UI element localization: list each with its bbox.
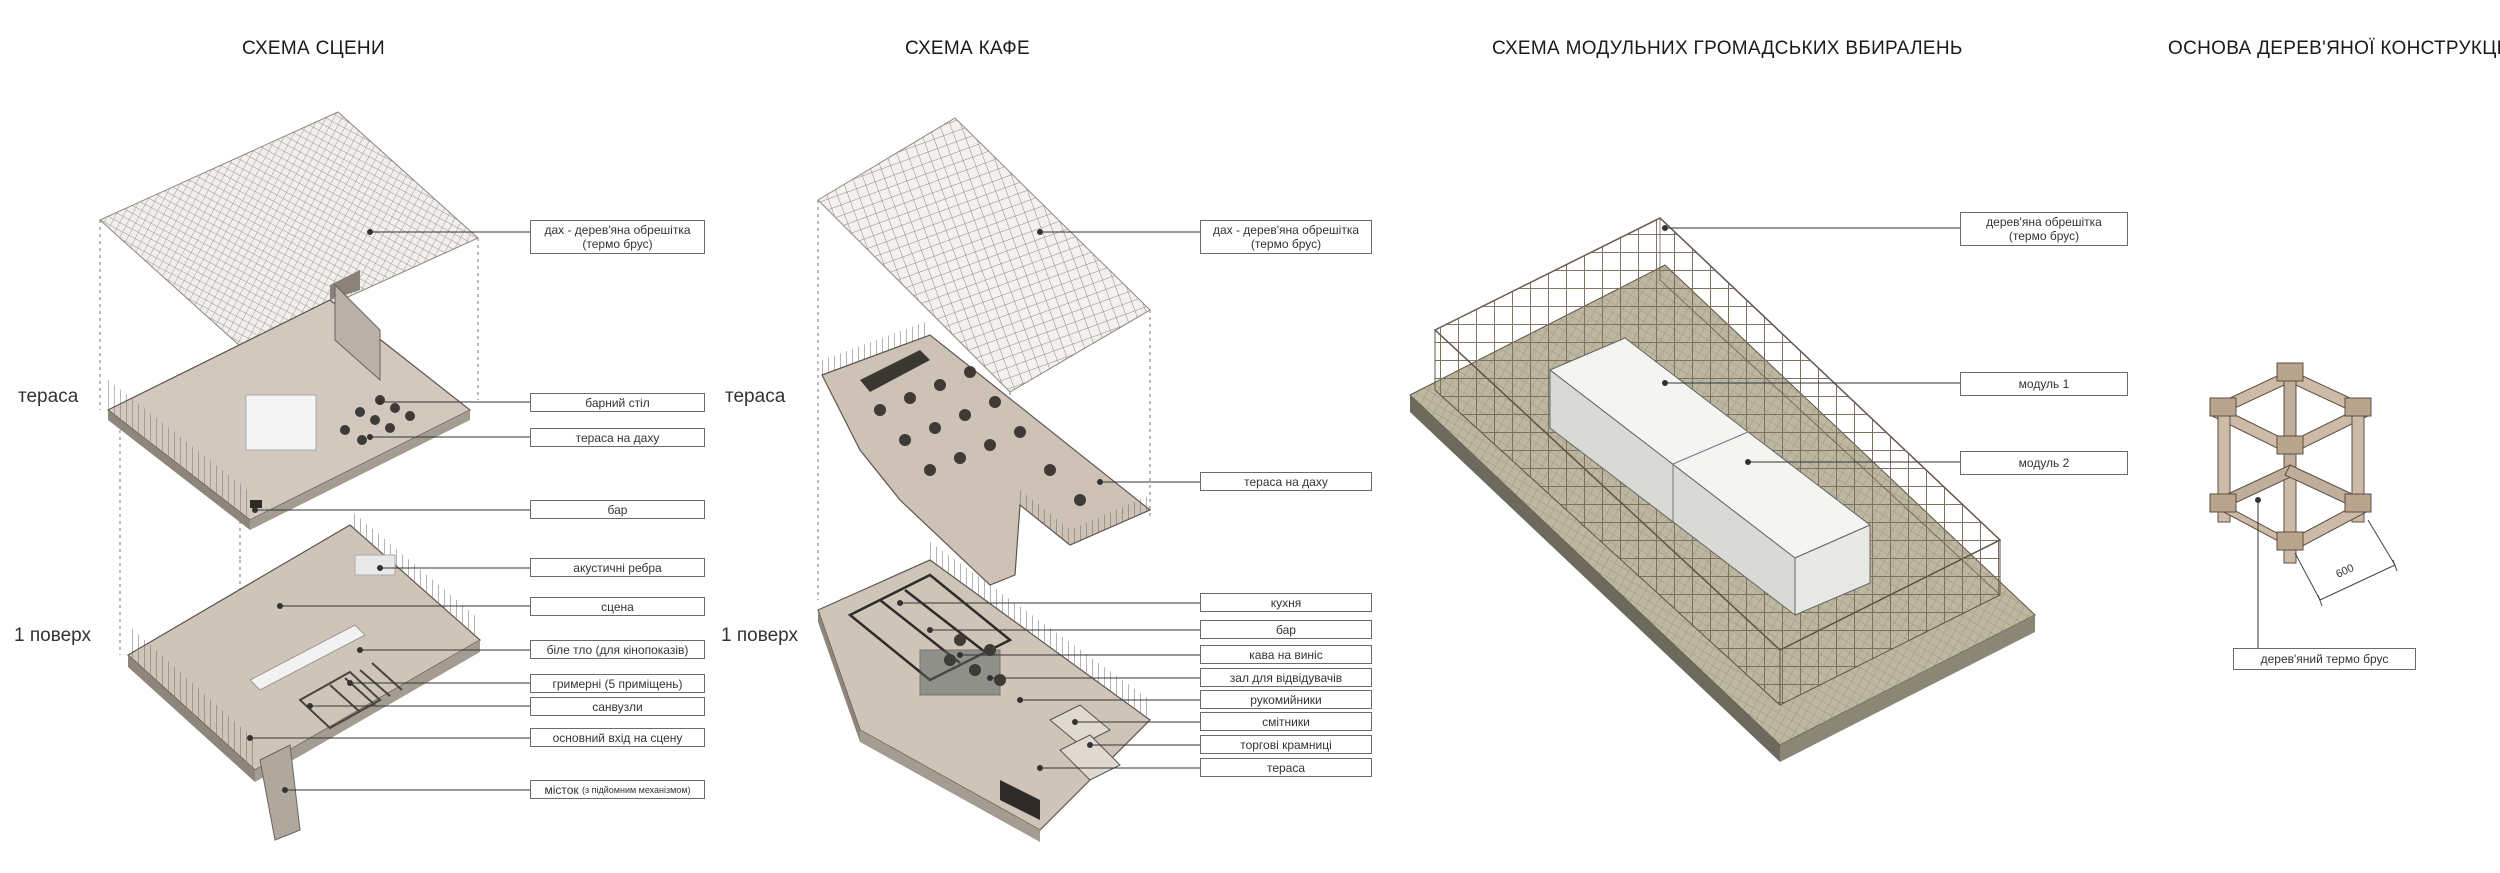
toilets-label-module2: модуль 2: [1960, 451, 2128, 475]
stage-label-wc: санвузли: [530, 697, 705, 716]
stage-label-bar-table: барний стіл: [530, 393, 705, 412]
toilets-label-lattice: дерев'яна обрешітка (термо брус): [1960, 212, 2128, 246]
stage-bridge-label-text: місток: [544, 782, 579, 797]
stage-label-bridge: місток (з підйомним механізмом): [530, 780, 705, 799]
stage-label-white-bg: біле тло (для кінопоказів): [530, 640, 705, 659]
cafe-label-hall: зал для відвідувачів: [1200, 668, 1372, 687]
cafe-label-kitchen: кухня: [1200, 593, 1372, 612]
cafe-label-roof-terrace: тераса на даху: [1200, 472, 1372, 491]
cafe-roof-terrace-slab: [821, 320, 1152, 586]
stage-label-roof: дах - дерев'яна обрешітка (термо брус): [530, 220, 705, 254]
stage-floor1-slab: [126, 510, 482, 841]
cafe-label-bar: бар: [1200, 620, 1372, 639]
cafe-floor1-slab: [817, 542, 1151, 842]
cafe-terrace-level: тераса: [725, 386, 786, 407]
stage-label-bar: бар: [530, 500, 705, 519]
cafe-label-takeaway: кава на виніс: [1200, 645, 1372, 664]
stage-floor1-level: 1 поверх: [14, 625, 92, 646]
stage-scheme-title: СХЕМА СЦЕНИ: [242, 38, 385, 59]
stage-leader-lines: [247, 229, 530, 793]
wood-dimension-line: [2294, 519, 2398, 607]
stage-label-acoustic: акустичні ребра: [530, 558, 705, 577]
toilets-lattice-label-text: дерев'яна обрешітка: [1986, 215, 2102, 229]
wood-label-beam: дерев'яний термо брус: [2233, 648, 2416, 670]
stage-roof-label-text: дах - дерев'яна обрешітка: [544, 223, 691, 237]
stage-roof-terrace-slab: [106, 270, 472, 530]
cafe-scheme-title: СХЕМА КАФЕ: [905, 38, 1031, 59]
toilets-leader-lines: [1662, 225, 1960, 465]
stage-label-dressing: гримерні (5 приміщень): [530, 674, 705, 693]
cafe-roof-label-text: дах - дерев'яна обрешітка: [1212, 223, 1360, 237]
toilets-lattice-label-sub: (термо брус): [2008, 229, 2080, 243]
wood-leader-line: [2255, 497, 2261, 650]
toilets-label-module1: модуль 1: [1960, 372, 2128, 396]
cafe-label-sinks: рукомийники: [1200, 690, 1372, 709]
cafe-label-bins: смітники: [1200, 712, 1372, 731]
toilets-scheme-title: СХЕМА МОДУЛЬНИХ ГРОМАДСЬКИХ ВБИРАЛЕНЬ: [1492, 38, 1963, 59]
stage-label-roof-terrace: тераса на даху: [530, 428, 705, 447]
stage-roof-label-sub: (термо брус): [582, 237, 653, 251]
stage-roof-lattice: [99, 111, 479, 347]
cafe-roof-label-sub: (термо брус): [1250, 237, 1322, 251]
cafe-label-terrace: тераса: [1200, 758, 1372, 777]
cafe-floor1-level: 1 поверх: [721, 625, 799, 646]
cafe-label-roof: дах - дерев'яна обрешітка (термо брус): [1200, 220, 1372, 254]
wood-structure-title: ОСНОВА ДЕРЕВ'ЯНОЇ КОНСТРУКЦІЇ: [2168, 38, 2500, 59]
stage-label-entrance: основний вхід на сцену: [530, 728, 705, 747]
cafe-label-shops: торгові крамниці: [1200, 735, 1372, 754]
stage-terrace-level: тераса: [18, 386, 79, 407]
wood-dimension-value: 600: [2334, 562, 2356, 581]
stage-label-scene: сцена: [530, 597, 705, 616]
toilet-modules: [1549, 337, 1871, 617]
wood-cube-frame: [2209, 362, 2372, 564]
stage-bridge-label-sub: (з підйомним механізмом): [582, 784, 691, 795]
cafe-leader-lines: [897, 229, 1200, 771]
